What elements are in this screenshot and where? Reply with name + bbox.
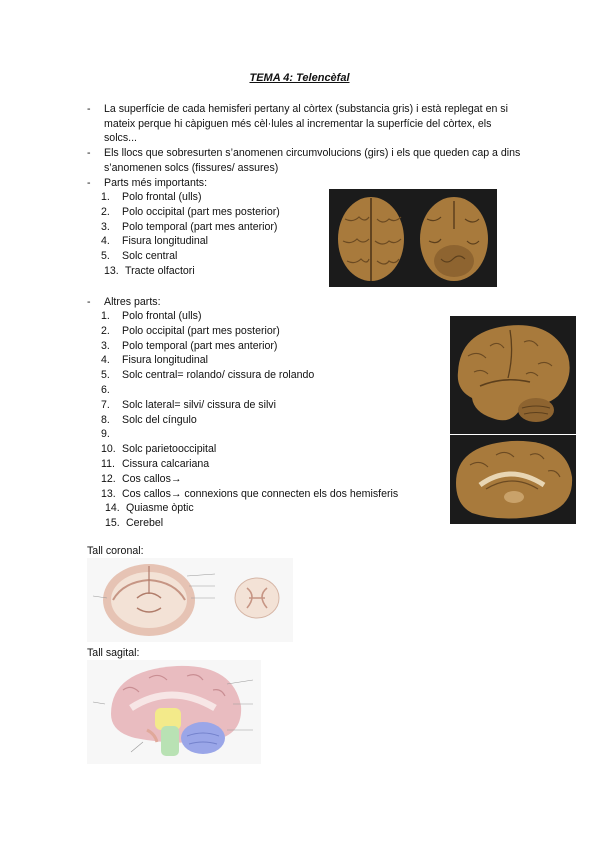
list-item: 2.Polo occipital (part mes posterior) — [101, 205, 280, 218]
bullet-dash: - — [87, 103, 91, 115]
list-item: 14.Quiasme òptic — [105, 502, 194, 515]
list-item: 6. — [101, 383, 110, 396]
list-item: 9. — [101, 428, 110, 441]
list-item: 4.Fisura longitudinal — [101, 235, 208, 248]
list-item: 1.Polo frontal (ulls) — [101, 191, 202, 203]
brain-lateral-photo — [450, 316, 576, 434]
list-other-parts: 1.Polo frontal (ulls) 2.Polo occipital (… — [101, 309, 398, 531]
list-item: 13.Tracte olfactori — [104, 264, 195, 277]
brain-top-bottom-photo — [329, 189, 497, 287]
bullet-dash: - — [87, 296, 91, 308]
brain-medial-photo — [450, 435, 576, 524]
list-item: 7.Solc lateral= silvi/ cissura de silvi — [101, 398, 276, 411]
list-item: 1.Polo frontal (ulls) — [101, 310, 202, 322]
list-item: 11.Cissura calcariana — [101, 457, 210, 470]
sagittal-section-label: Tall sagital: — [87, 647, 140, 659]
list-item: 12.Cos callos→ — [101, 472, 182, 485]
bullet-text-3: Parts més importants: — [104, 177, 208, 189]
list-item: 4.Fisura longitudinal — [101, 354, 208, 367]
list-item: 10.Solc parietooccipital — [101, 443, 217, 456]
list-main-parts: 1.Polo frontal (ulls) 2.Polo occipital (… — [101, 190, 280, 279]
list-item: 15.Cerebel — [105, 517, 164, 530]
list-item: 5.Solc central= rolando/ cissura de rola… — [101, 369, 315, 382]
list-item: 2.Polo occipital (part mes posterior) — [101, 324, 280, 337]
bullet-text-1: La superfície de cada hemisferi pertany … — [104, 103, 508, 145]
sagittal-section-diagram — [87, 660, 261, 764]
coronal-section-label: Tall coronal: — [87, 545, 144, 557]
list-item: 5.Solc central — [101, 250, 178, 263]
list-item: 8.Solc del cíngulo — [101, 413, 197, 426]
page-title: TEMA 4: Telencèfal — [249, 72, 350, 84]
bullet-dash: - — [87, 177, 91, 189]
bullet-text-4: Altres parts: — [104, 296, 161, 308]
list-item: 13.Cos callos→ connexions que connecten … — [101, 487, 399, 500]
bullet-text-2: Els llocs que sobresurten s’anomenen cir… — [104, 147, 521, 174]
bullet-dash: - — [87, 147, 91, 159]
list-item: 3.Polo temporal (part mes anterior) — [101, 339, 278, 352]
coronal-section-diagram — [87, 558, 293, 642]
list-item: 3.Polo temporal (part mes anterior) — [101, 220, 278, 233]
